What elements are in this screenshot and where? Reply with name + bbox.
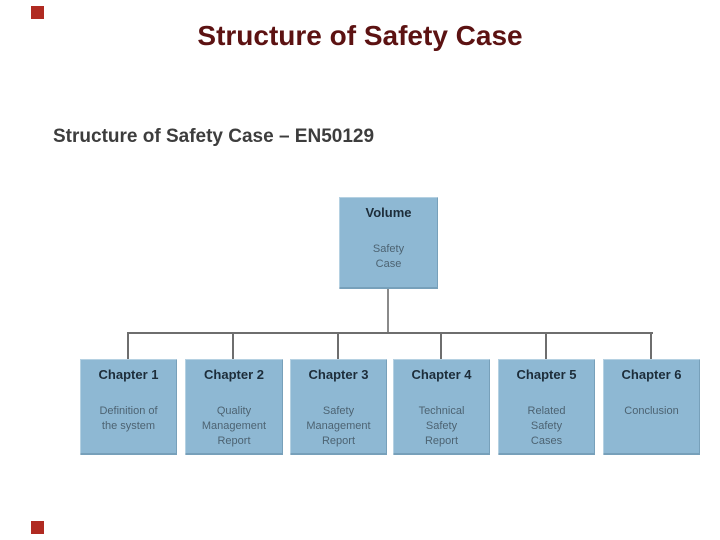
node-body: Quality Management Report xyxy=(201,405,267,447)
page-title: Structure of Safety Case xyxy=(197,20,523,51)
connector-drop-chapter-2 xyxy=(232,333,234,359)
connector-drop-chapter-5 xyxy=(545,333,547,359)
diagram-node-chapter-3: Chapter 3 Safety Management Report xyxy=(290,359,387,455)
connector-drop-chapter-4 xyxy=(440,333,442,359)
node-body: Safety Case xyxy=(372,243,405,270)
connector-drop-chapter-3 xyxy=(337,333,339,359)
diagram-node-chapter-4: Chapter 4 Technical Safety Report xyxy=(393,359,490,455)
corner-accent-bottom xyxy=(31,521,44,534)
node-header: Volume xyxy=(365,205,412,220)
node-body: Definition of the system xyxy=(99,405,158,432)
node-header: Chapter 5 xyxy=(516,367,577,382)
node-header: Chapter 2 xyxy=(204,367,264,382)
diagram-node-volume: Volume Safety Case xyxy=(339,197,438,289)
node-body: Safety Management Report xyxy=(306,405,371,447)
connector-root-stub xyxy=(387,289,389,333)
diagram-node-chapter-5: Chapter 5 Related Safety Cases xyxy=(498,359,595,455)
slide-heading: Structure of Safety Case – EN50129 xyxy=(53,126,375,147)
corner-accent-top xyxy=(31,6,44,19)
node-header: Chapter 1 xyxy=(98,367,159,382)
diagram-node-chapter-2: Chapter 2 Quality Management Report xyxy=(185,359,283,455)
diagram-node-chapter-6: Chapter 6 Conclusion xyxy=(603,359,700,455)
node-header: Chapter 3 xyxy=(308,367,369,382)
diagram-node-chapter-1: Chapter 1 Definition of the system xyxy=(80,359,177,455)
connector-horizontal-bar xyxy=(127,332,653,334)
connector-drop-chapter-6 xyxy=(650,333,652,359)
node-header: Chapter 4 xyxy=(411,367,472,382)
node-body: Technical Safety Report xyxy=(418,405,465,447)
connector-drop-chapter-1 xyxy=(127,333,129,359)
node-body: Conclusion xyxy=(624,405,679,417)
node-header: Chapter 6 xyxy=(621,367,682,382)
node-body: Related Safety Cases xyxy=(527,405,566,447)
